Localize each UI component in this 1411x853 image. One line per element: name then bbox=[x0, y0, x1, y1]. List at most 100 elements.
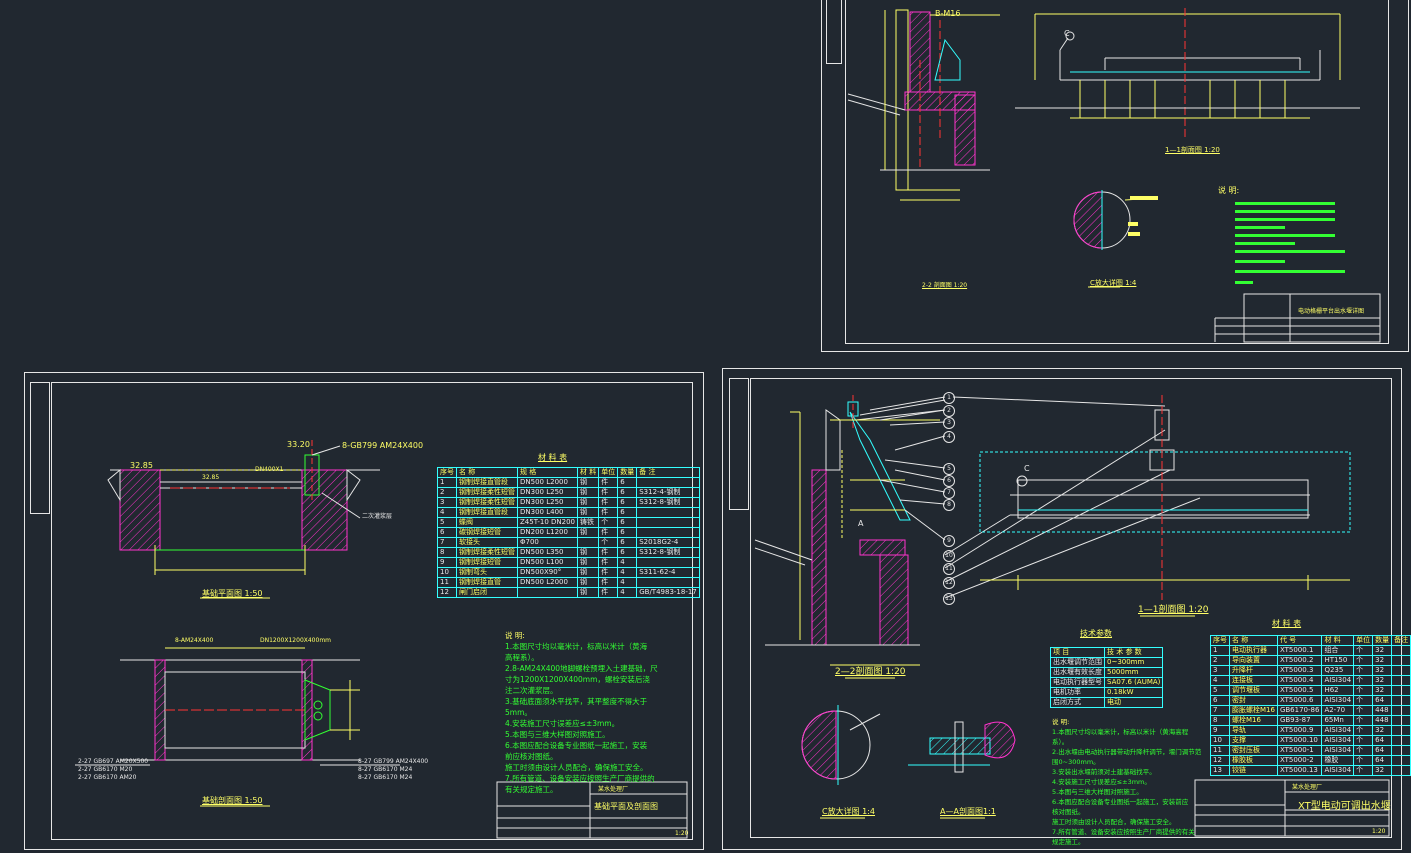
right-material-cell: 12 bbox=[1210, 755, 1230, 766]
left-dim1: 32.85 bbox=[202, 474, 220, 481]
left-material-cell: 钢制弯头 bbox=[456, 567, 518, 578]
left-note-line: 2.8-AM24X400地脚螺栓预埋入土建基础，尺 bbox=[505, 664, 658, 673]
left-material-cell: 钢 bbox=[576, 587, 600, 598]
right-material-cell bbox=[1391, 695, 1411, 706]
right-material-cell bbox=[1391, 745, 1411, 756]
left-dim2: DN400X1 bbox=[255, 466, 284, 473]
left-note-line: 4.安装施工尺寸误差应≤±3mm。 bbox=[505, 719, 620, 728]
left-material-cell: S312-4-钢制 bbox=[636, 487, 700, 498]
left-material-cell: 12 bbox=[437, 587, 457, 598]
left-grout-label: 二次灌浆层 bbox=[362, 513, 393, 520]
sheet-bottom-left-border bbox=[51, 382, 693, 840]
callout-bubble: 1 bbox=[943, 392, 955, 404]
left-material-cell: 件 bbox=[598, 557, 619, 568]
left-elev-right: 33.20 bbox=[287, 440, 310, 449]
right-material-cell: 个 bbox=[1353, 685, 1374, 696]
right-param-cell: 启闭方式 bbox=[1050, 697, 1105, 708]
right-material-cell: 4 bbox=[1210, 675, 1230, 686]
sheet-bottom-left bbox=[24, 372, 704, 850]
right-material-cell bbox=[1391, 715, 1411, 726]
right-material-cell bbox=[1391, 675, 1411, 686]
right-section-a-a-title: A—A剖面图1:1 bbox=[940, 807, 996, 816]
top-section-1-1 bbox=[1015, 8, 1360, 140]
left-material-cell: 4 bbox=[617, 567, 638, 578]
left-material-cell: 6 bbox=[437, 527, 457, 538]
left-material-cell: 6 bbox=[617, 507, 638, 518]
top-label-b-m16: B-M16 bbox=[935, 9, 961, 18]
right-material-header-cell: 名 称 bbox=[1229, 635, 1278, 646]
left-material-cell: DN500 L100 bbox=[517, 557, 578, 568]
right-material-cell: 5 bbox=[1210, 685, 1230, 696]
left-material-cell: 4 bbox=[617, 557, 638, 568]
left-material-cell: 钢 bbox=[576, 547, 600, 558]
left-material-cell: DN300 L400 bbox=[517, 507, 578, 518]
callout-bubble: 2 bbox=[943, 405, 955, 417]
right-material-cell: 32 bbox=[1372, 645, 1393, 656]
right-material-cell: 橡胶板 bbox=[1229, 755, 1278, 766]
left-material-cell: 件 bbox=[598, 587, 619, 598]
right-material-cell: 导轨 bbox=[1229, 725, 1278, 736]
callout-bubble: 9 bbox=[943, 535, 955, 547]
right-material-cell: XT5000.1 bbox=[1276, 645, 1323, 656]
right-material-cell: 个 bbox=[1353, 715, 1374, 726]
left-material-cell: 钢制焊接柔性短管 bbox=[456, 547, 518, 558]
left-material-cell: 4 bbox=[617, 587, 638, 598]
right-material-cell: 10 bbox=[1210, 735, 1230, 746]
left-material-cell bbox=[636, 477, 700, 488]
right-material-cell bbox=[1391, 765, 1411, 776]
right-material-cell: XT5000.3 bbox=[1276, 665, 1323, 676]
right-material-cell: 65Mn bbox=[1321, 715, 1355, 726]
left-material-cell: 个 bbox=[598, 517, 619, 528]
left-legend-3: 2-27 GB6170 AM20 bbox=[78, 774, 137, 781]
left-material-header-cell: 数量 bbox=[617, 467, 638, 478]
left-material-cell bbox=[576, 537, 600, 548]
left-material-cell bbox=[517, 587, 578, 598]
left-material-header-cell: 名 称 bbox=[456, 467, 518, 478]
right-material-cell: 螺栓M16 bbox=[1229, 715, 1278, 726]
callout-leaders bbox=[869, 396, 1201, 599]
left-material-cell: S312-8-钢制 bbox=[636, 547, 700, 558]
left-material-cell: 4 bbox=[437, 507, 457, 518]
right-material-cell: Q235 bbox=[1321, 665, 1355, 676]
right-material-cell: 64 bbox=[1372, 735, 1393, 746]
top-detail-c bbox=[1073, 190, 1158, 288]
right-note-line: 3.安装出水堰前须对土建基础找平。 bbox=[1052, 768, 1156, 776]
left-plan-title: 基础平面图 1:50 bbox=[202, 589, 263, 598]
right-section-a-a bbox=[908, 721, 1016, 819]
right-material-cell: 橡胶 bbox=[1321, 755, 1355, 766]
left-note-line: 高程系）。 bbox=[505, 653, 539, 662]
top-section-1-1-title: 1—1剖面图 1:20 bbox=[1165, 146, 1220, 154]
left-material-cell: 个 bbox=[598, 537, 619, 548]
right-material-cell: 电动执行器 bbox=[1229, 645, 1278, 656]
left-plan-anchor: 8-AM24X400 bbox=[175, 637, 214, 644]
top-label-c-mark: C bbox=[1064, 29, 1070, 38]
left-material-cell bbox=[636, 557, 700, 568]
left-material-cell: 10 bbox=[437, 567, 457, 578]
right-param-cell: 电动 bbox=[1103, 697, 1164, 708]
left-legend-2: 2-27 GB6170 M20 bbox=[78, 766, 133, 773]
right-note-line: 1.本图尺寸均以毫米计，标高以米计（黄海高程 bbox=[1052, 728, 1189, 736]
callout-bubble: 11 bbox=[943, 563, 955, 575]
sheet-bottom-left-side-strip bbox=[30, 382, 50, 514]
left-material-cell: 件 bbox=[598, 487, 619, 498]
left-material-cell: DN500 L350 bbox=[517, 547, 578, 558]
right-material-cell: 13 bbox=[1210, 765, 1230, 776]
right-material-cell: 个 bbox=[1353, 665, 1374, 676]
right-material-cell bbox=[1391, 735, 1411, 746]
left-notes: 说 明: 1.本图尺寸均以毫米计，标高以米计（黄海 高程系）。2.8-AM24X… bbox=[505, 630, 658, 795]
left-legend-right: 8-27 GB799 AM24X400 8-27 GB6170 M24 8-27… bbox=[358, 758, 428, 782]
left-material-cell: 软接头 bbox=[456, 537, 518, 548]
left-material-cell: 件 bbox=[598, 567, 619, 578]
right-detail-c-title: C放大详图 1:4 bbox=[822, 807, 876, 816]
right-param-header-cell: 项 目 bbox=[1050, 647, 1105, 658]
left-material-cell: 钢 bbox=[576, 557, 600, 568]
